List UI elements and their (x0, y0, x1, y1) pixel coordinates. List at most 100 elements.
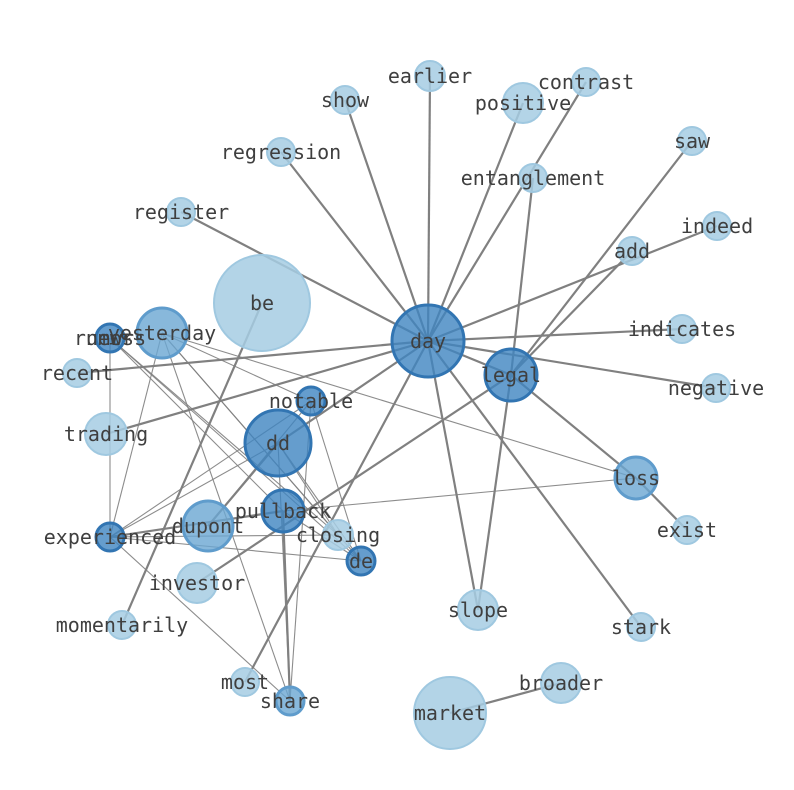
node-label-dd: dd (266, 431, 290, 455)
node-label-yesterday: yesterday (108, 321, 216, 345)
node-label-indicates: indicates (628, 317, 736, 341)
node-show[interactable] (330, 85, 360, 115)
node-share[interactable] (274, 685, 306, 717)
label-layer: daybemarketbroaderddlegalyesterdayrumors… (41, 64, 764, 725)
edge-day-negative (427, 339, 717, 390)
edge-legal-entanglement (509, 177, 535, 376)
node-add[interactable] (617, 236, 647, 266)
node-momentarily[interactable] (107, 610, 137, 640)
node-de[interactable] (345, 545, 377, 577)
node-label-indeed: indeed (681, 214, 753, 238)
edge-day-indicates (427, 327, 683, 343)
node-label-register: register (133, 200, 229, 224)
edge-yesterday-notable (161, 332, 312, 402)
node-label-legal: legal (481, 363, 541, 387)
edge-day-recent (76, 339, 429, 375)
edge-day-stark (427, 340, 642, 628)
node-label-contrast: contrast (538, 70, 634, 94)
node-label-investor: investor (149, 571, 245, 595)
node-slope[interactable] (457, 589, 499, 631)
node-label-recent: recent (41, 361, 113, 385)
node-stark[interactable] (626, 612, 656, 642)
node-entanglement[interactable] (518, 163, 548, 193)
node-notable[interactable] (295, 385, 327, 417)
node-label-experienced: experienced (44, 525, 176, 549)
node-saw[interactable] (677, 126, 707, 156)
node-label-be: be (250, 291, 274, 315)
node-contrast[interactable] (571, 67, 601, 97)
node-label-market: market (414, 701, 486, 725)
node-label-most: most (221, 670, 269, 694)
node-be[interactable] (213, 254, 311, 352)
node-label-dupont: dupont (172, 514, 244, 538)
edge-day-contrast (427, 81, 587, 342)
node-earlier[interactable] (414, 60, 446, 92)
edge-day-earlier (426, 75, 432, 342)
node-day[interactable] (390, 303, 466, 379)
node-loss[interactable] (613, 455, 659, 501)
node-label-notable: notable (269, 389, 353, 413)
node-label-closing: closing (296, 523, 380, 547)
node-label-loss: loss (612, 466, 660, 490)
node-label-positive: positive (475, 91, 571, 115)
node-register[interactable] (166, 197, 196, 227)
edge-day-register (180, 211, 429, 342)
node-investor[interactable] (176, 562, 218, 604)
node-most[interactable] (230, 667, 260, 697)
node-label-slope: slope (448, 598, 508, 622)
node-label-stark: stark (611, 615, 671, 639)
edge-yesterday-loss (161, 332, 637, 479)
node-legal[interactable] (483, 347, 539, 403)
node-indeed[interactable] (702, 211, 732, 241)
edge-legal-investor (196, 374, 512, 584)
node-yesterday[interactable] (135, 306, 189, 360)
node-dupont[interactable] (181, 499, 235, 553)
edge-day-regression (280, 151, 429, 342)
node-experienced[interactable] (94, 521, 126, 553)
node-label-trading: trading (64, 422, 148, 446)
node-label-add: add (614, 239, 650, 263)
node-negative[interactable] (701, 373, 731, 403)
node-market[interactable] (413, 676, 487, 750)
edge-day-positive (426, 102, 525, 342)
node-label-rumors: rumors (74, 326, 146, 350)
node-label-de: de (349, 549, 373, 573)
node-label-momentarily: momentarily (56, 613, 188, 637)
node-pullback[interactable] (260, 488, 306, 534)
node-label-entanglement: entanglement (461, 166, 606, 190)
edge-pullback-loss (282, 477, 637, 512)
node-label-regression: regression (221, 140, 341, 164)
edge-rumors-de (109, 337, 362, 562)
node-label-saw: saw (674, 129, 711, 153)
node-layer (62, 60, 732, 750)
node-indicates[interactable] (667, 314, 697, 344)
node-dd[interactable] (243, 408, 313, 478)
node-recent[interactable] (62, 358, 92, 388)
node-positive[interactable] (502, 82, 544, 124)
node-label-earlier: earlier (388, 64, 472, 88)
edge-day-trading (105, 339, 429, 436)
node-label-day: day (410, 329, 446, 353)
edge-day-slope (426, 340, 480, 611)
edge-experienced-de (109, 536, 362, 562)
node-exist[interactable] (672, 515, 702, 545)
node-label-news: news (86, 326, 134, 350)
node-label-share: share (260, 689, 320, 713)
node-regression[interactable] (266, 137, 296, 167)
node-closing[interactable] (322, 519, 354, 551)
node-trading[interactable] (84, 412, 128, 456)
node-label-show: show (321, 88, 370, 112)
edge-dd-share (277, 442, 291, 702)
edge-legal-slope (476, 374, 513, 611)
edge-day-indeed (427, 224, 718, 343)
edge-experienced-share (109, 536, 291, 702)
edge-legal-add (510, 250, 633, 376)
node-broader[interactable] (540, 662, 582, 704)
edge-rumors-pullback (109, 337, 284, 512)
node-label-negative: negative (668, 376, 764, 400)
edge-legal-saw (510, 140, 693, 376)
node-rumors[interactable] (94, 322, 126, 354)
edge-day-most (244, 340, 429, 683)
edge-yesterday-experienced (109, 332, 163, 538)
